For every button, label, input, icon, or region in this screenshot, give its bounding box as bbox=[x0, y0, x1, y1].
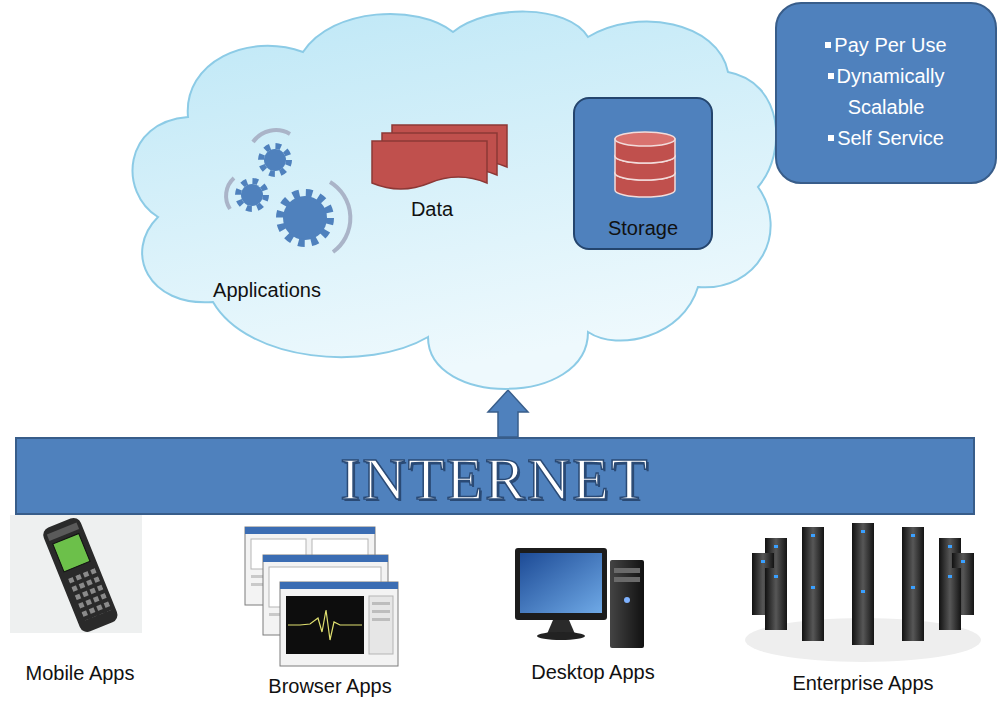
window-line bbox=[372, 602, 390, 605]
bullet-mark bbox=[828, 135, 834, 141]
window-panel bbox=[369, 596, 393, 654]
monitor-screen bbox=[520, 553, 602, 613]
gear bbox=[241, 184, 263, 206]
power-button bbox=[624, 597, 630, 603]
bullet-mark bbox=[828, 73, 834, 79]
gear-teeth bbox=[261, 146, 289, 174]
window-line bbox=[372, 610, 390, 613]
gears-icon bbox=[226, 130, 350, 252]
motion-arc bbox=[226, 178, 234, 209]
gear-teeth bbox=[238, 181, 266, 209]
bullet-mark bbox=[825, 42, 831, 48]
text-slot: Data bbox=[322, 198, 542, 221]
server-led bbox=[948, 575, 952, 578]
server-led bbox=[861, 530, 865, 533]
window-titlebar bbox=[280, 582, 398, 589]
motion-arc bbox=[253, 130, 290, 142]
monitor-stand bbox=[547, 620, 575, 634]
gear bbox=[264, 149, 286, 171]
drive-bay bbox=[614, 568, 640, 573]
feature-item: Dynamically Scalable bbox=[837, 65, 945, 118]
server-led bbox=[811, 586, 815, 589]
text-slot: Applications bbox=[157, 279, 377, 302]
pc-tower bbox=[610, 560, 644, 648]
drive-bay bbox=[614, 577, 640, 582]
server-tower bbox=[852, 523, 874, 585]
feature-box: Pay Per UseDynamically ScalableSelf Serv… bbox=[775, 2, 997, 184]
server-tower bbox=[902, 579, 924, 641]
bullet-item: Dynamically Scalable bbox=[791, 61, 981, 123]
label-slot: Desktop Apps bbox=[483, 661, 703, 684]
gear-teeth bbox=[280, 193, 330, 243]
cloud-region: Applications Data Storage bbox=[118, 2, 790, 390]
server-tower bbox=[852, 583, 874, 645]
server-tower bbox=[939, 568, 961, 630]
feature-item: Self Service bbox=[837, 127, 944, 149]
feature-item: Pay Per Use bbox=[834, 34, 946, 56]
data-sheet bbox=[372, 141, 487, 189]
server-led bbox=[948, 545, 952, 548]
label-slot: Enterprise Apps bbox=[753, 672, 973, 695]
icon-label: Applications bbox=[213, 279, 321, 302]
device-body bbox=[41, 516, 120, 635]
server-tower bbox=[802, 579, 824, 641]
server-ring bbox=[745, 523, 981, 662]
desktop-computer bbox=[515, 548, 644, 648]
server-led bbox=[811, 534, 815, 537]
storage-box: Storage bbox=[573, 97, 713, 250]
device-keypad bbox=[68, 568, 112, 621]
window-frame bbox=[280, 582, 398, 666]
window-titlebar bbox=[263, 555, 388, 562]
server-led bbox=[911, 586, 915, 589]
bullet-item: Self Service bbox=[791, 123, 981, 154]
internet-band: INTERNET bbox=[15, 437, 975, 515]
server-led bbox=[861, 590, 865, 593]
window-line bbox=[372, 618, 390, 621]
server-led bbox=[774, 575, 778, 578]
handheld-device bbox=[41, 516, 120, 635]
cloud-outline bbox=[133, 12, 777, 389]
window-titlebar bbox=[245, 527, 375, 534]
monitor-bezel bbox=[515, 548, 607, 620]
monitor-base bbox=[537, 632, 585, 640]
browser-windows bbox=[245, 527, 398, 666]
data-sheets bbox=[372, 125, 507, 189]
cylinder-top bbox=[615, 132, 675, 146]
label-slot: Browser Apps bbox=[220, 675, 440, 698]
band-title: INTERNET bbox=[340, 447, 649, 511]
server-led bbox=[961, 560, 965, 563]
graph-trace bbox=[288, 610, 362, 640]
window-graph bbox=[286, 596, 364, 654]
device-label: Browser Apps bbox=[268, 675, 391, 698]
box-label: Storage bbox=[608, 217, 678, 240]
motion-arc bbox=[330, 182, 350, 252]
flow-arrow bbox=[488, 390, 528, 437]
label-slot: Mobile Apps bbox=[0, 662, 190, 685]
server-tower bbox=[765, 568, 787, 630]
device-screen bbox=[53, 534, 90, 572]
device-label: Mobile Apps bbox=[26, 662, 135, 685]
server-led bbox=[911, 534, 915, 537]
device-label: Desktop Apps bbox=[531, 661, 654, 684]
bullet-item: Pay Per Use bbox=[791, 30, 981, 61]
server-led bbox=[774, 545, 778, 548]
server-led bbox=[761, 560, 765, 563]
device-label: Enterprise Apps bbox=[792, 672, 933, 695]
icon-label: Data bbox=[411, 198, 453, 221]
